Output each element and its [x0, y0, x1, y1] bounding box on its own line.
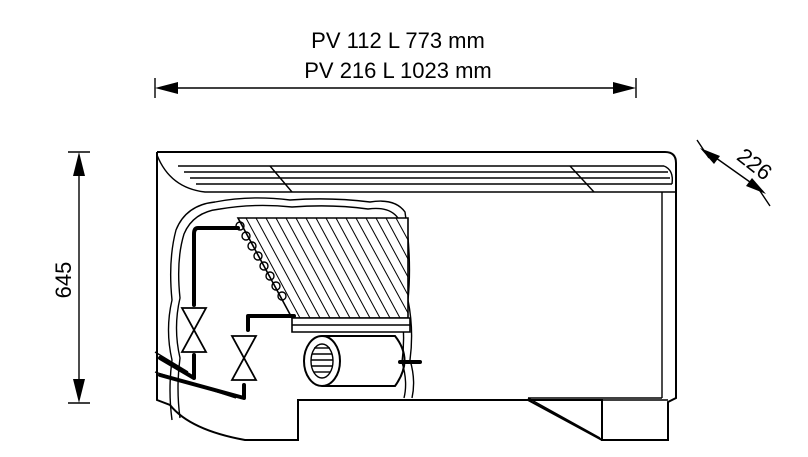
- width-label-pv216: PV 216 L 1023 mm: [304, 58, 492, 83]
- valve-upper: [180, 307, 208, 353]
- pipe-stubs: [154, 351, 237, 399]
- height-dimension-arrow: [68, 151, 90, 404]
- heat-exchanger-coil: [235, 217, 411, 333]
- width-dimension-arrow: [154, 78, 637, 98]
- top-air-grille: [178, 165, 674, 193]
- valve-lower: [230, 335, 258, 381]
- depth-label: 226: [732, 143, 776, 185]
- width-label-pv112: PV 112 L 773 mm: [311, 28, 485, 53]
- height-label: 645: [51, 262, 76, 299]
- fan-blower: [303, 335, 422, 387]
- depth-dimension-arrow: [696, 139, 771, 207]
